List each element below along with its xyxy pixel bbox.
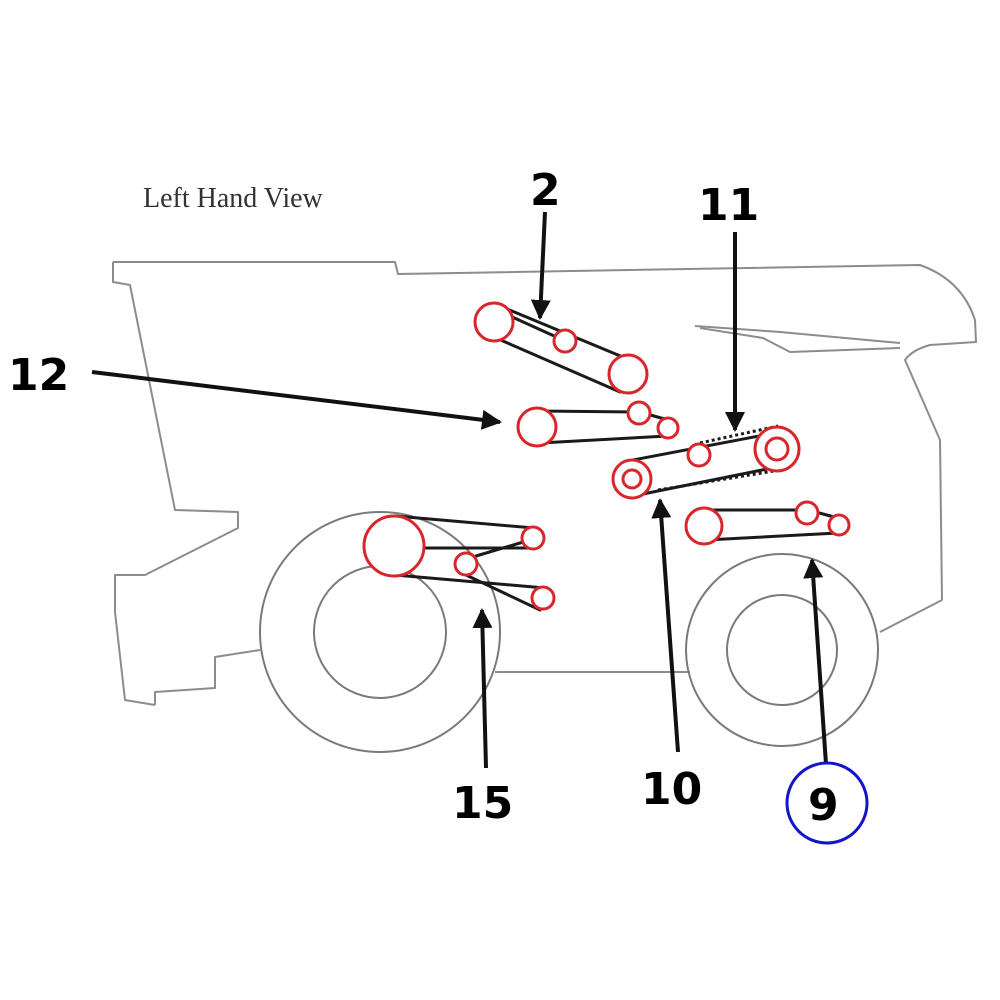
pulley-15b [453,551,479,577]
belt-drive-15 [362,514,556,612]
pulley-11-idler [686,442,712,468]
pulley-9a [684,506,724,546]
pulley-9b [794,500,820,526]
callout-15: 15 [452,778,513,829]
arrow-9 [803,558,828,765]
pulley-10-inner [621,468,643,490]
callout-11: 11 [698,180,759,231]
pulley-9c [827,513,851,537]
pulley-12b [626,400,652,426]
arrow-15 [472,608,493,769]
pulley-2b [552,328,578,354]
pulley-11-inner [764,436,790,462]
combine-outline [112,261,977,706]
belt-drive-10-11 [611,424,801,500]
callout-12: 12 [8,350,69,401]
callout-9-highlight-ring [785,761,869,845]
arrow-12 [91,370,502,430]
pulley-15c [520,525,546,551]
callout-arrows [91,211,828,769]
callout-10: 10 [641,764,702,815]
view-title: Left Hand View [143,183,324,214]
belt-drive-12 [516,400,680,448]
arrow-2 [530,211,551,320]
belt-drive-9 [684,500,851,546]
pulley-12c [656,416,680,440]
front-tire [685,553,879,747]
pulley-2a [473,301,515,343]
pulley-15a [362,514,426,578]
pulley-12a [516,406,558,448]
pulley-2c [607,353,649,395]
callout-9: 9 [808,780,839,831]
belt-drive-2 [473,301,649,395]
pulley-15d [530,585,556,611]
callout-2: 2 [530,165,561,216]
arrow-10 [651,498,680,753]
